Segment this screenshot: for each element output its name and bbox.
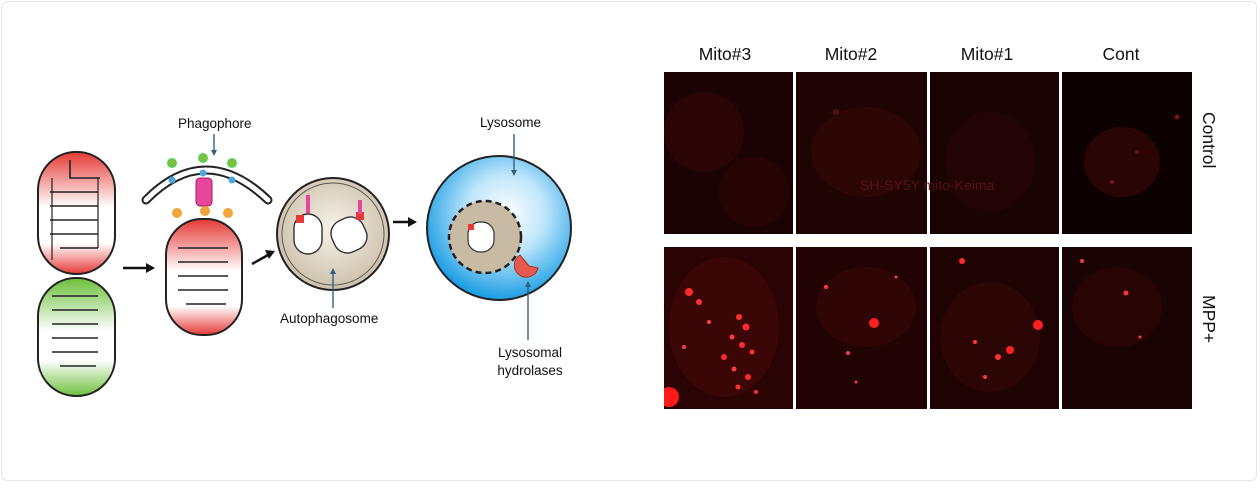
mitophagy-diagram: Phagophore Autophagosome Lysosome Lysoso… bbox=[0, 0, 640, 484]
arrow-3 bbox=[393, 217, 417, 227]
damaged-mitochondrion bbox=[38, 152, 115, 274]
micrograph-mito2-control bbox=[796, 72, 927, 234]
arrow-2 bbox=[252, 250, 275, 264]
micrograph-mito3-control bbox=[664, 72, 793, 234]
engulfed-mitochondrion bbox=[166, 219, 242, 335]
micrograph-cont-control bbox=[1062, 72, 1192, 234]
autophagosome bbox=[277, 178, 389, 308]
micrograph-mito3-mpp bbox=[664, 247, 793, 409]
autophagosome-label: Autophagosome bbox=[280, 311, 378, 326]
phagophore bbox=[146, 134, 268, 218]
lysosome bbox=[427, 134, 571, 340]
micrograph-mito1-control bbox=[930, 72, 1059, 234]
micrograph-cont-mpp bbox=[1062, 247, 1192, 409]
phagophore-label: Phagophore bbox=[178, 116, 252, 131]
micrograph-mito2-mpp bbox=[796, 247, 927, 409]
arrow-1 bbox=[123, 263, 155, 273]
lysosome-label: Lysosome bbox=[480, 115, 541, 130]
lysosomal-hydrolases-label: Lysosomal hydrolases bbox=[486, 344, 574, 380]
micrograph-mito1-mpp bbox=[930, 247, 1059, 409]
mitophagy-diagram-svg bbox=[0, 0, 640, 484]
healthy-mitochondrion bbox=[38, 278, 115, 396]
